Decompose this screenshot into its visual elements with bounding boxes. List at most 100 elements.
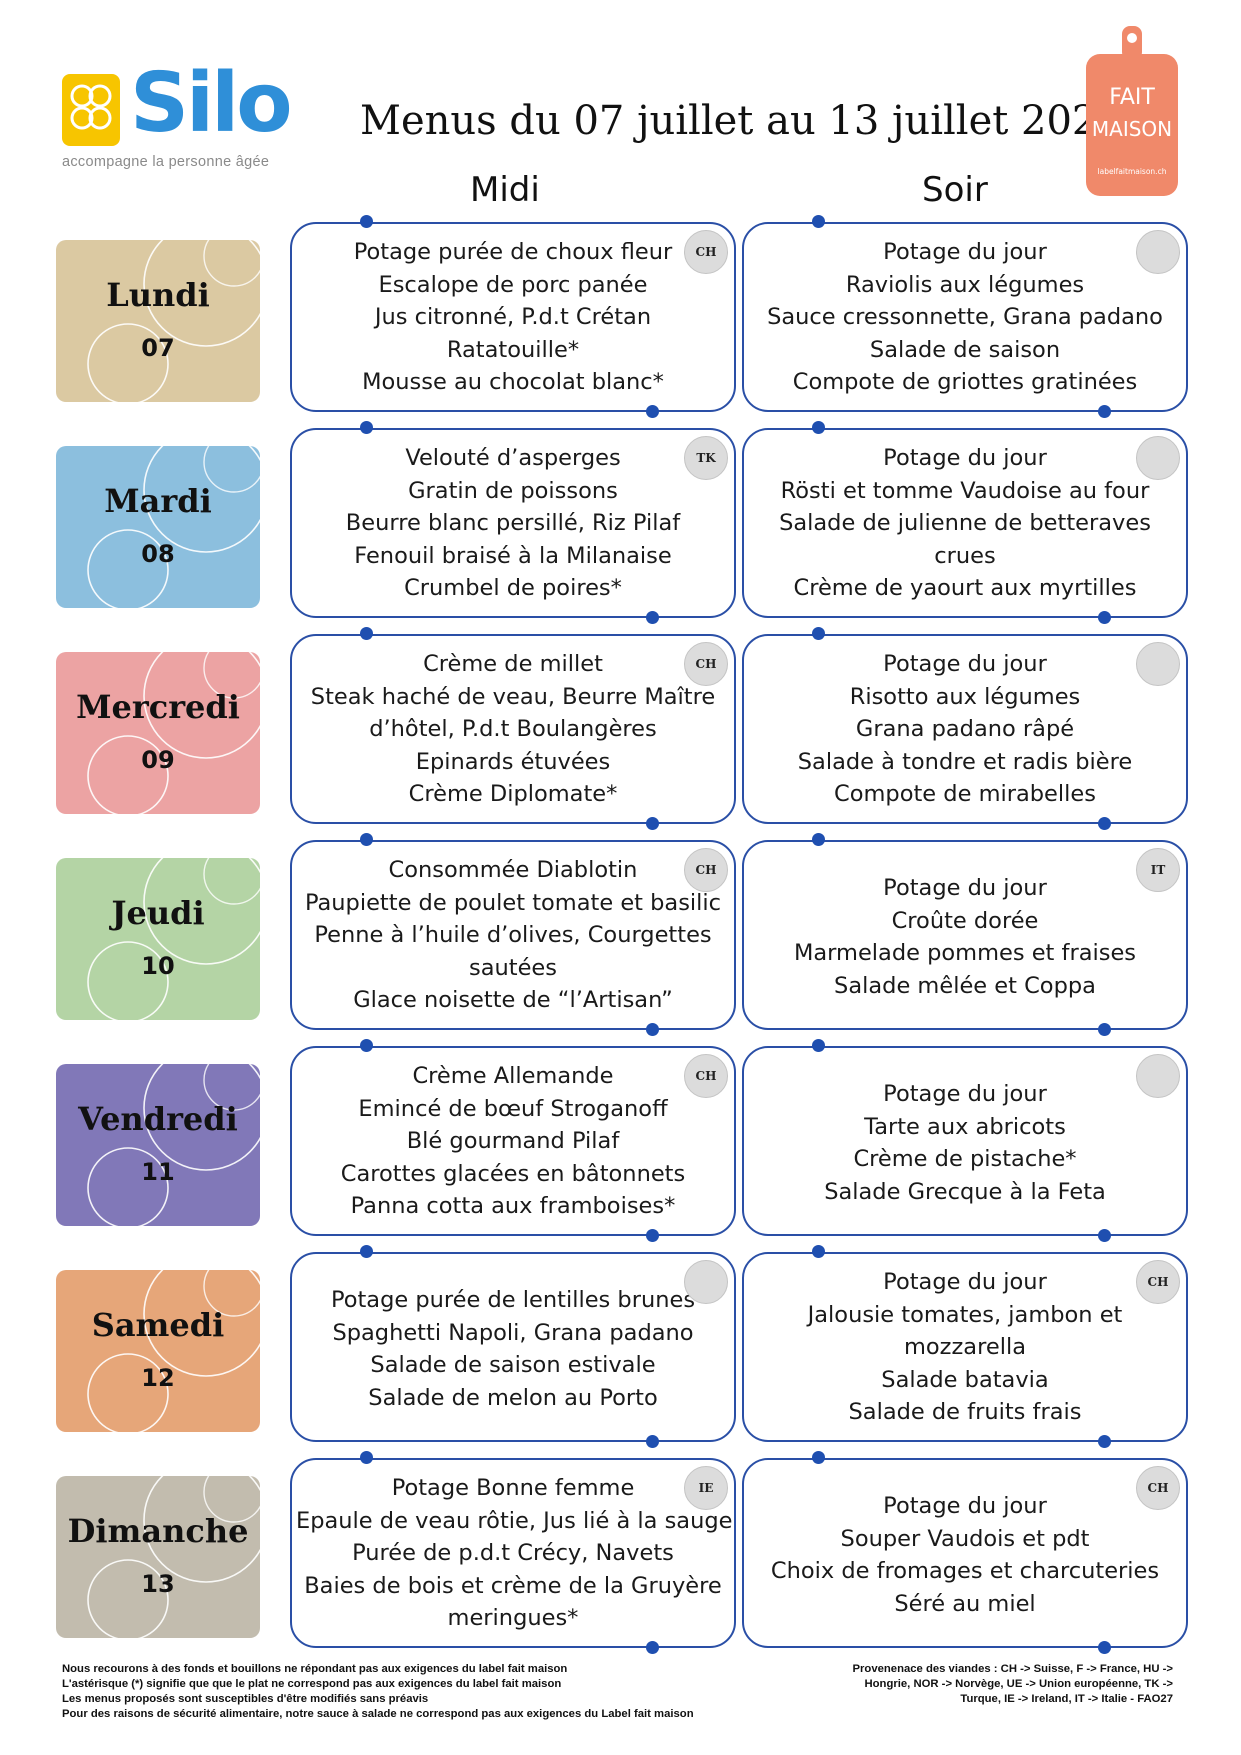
menu-item: Crème de millet <box>423 651 603 677</box>
menu-item: Potage du jour <box>883 875 1047 901</box>
origin-badge <box>684 1260 728 1304</box>
menu-item: Baies de bois et crème de la Gruyère <box>304 1572 722 1599</box>
decor-circles-icon <box>87 1270 260 1432</box>
menu-item: Beurre blanc persillé, Riz Pilaf <box>345 510 681 536</box>
menu-item: Gratin de poissons <box>408 477 618 504</box>
menu-item: Salade batavia <box>881 1366 1049 1393</box>
board-url: labelfaitmaison.ch <box>1098 167 1167 176</box>
menu-item: Potage du jour <box>883 1269 1047 1295</box>
origin-badge <box>1136 642 1180 686</box>
origin-badge <box>1136 230 1180 274</box>
menu-item: Emincé de bœuf Stroganoff <box>358 1095 668 1122</box>
menu-item: meringues* <box>447 1605 579 1631</box>
menu-item: Purée de p.d.t Crécy, Navets <box>352 1540 674 1566</box>
day-name: Mercredi <box>76 688 240 726</box>
menu-item: Crème de pistache* <box>853 1146 1077 1172</box>
origin-badge: CH <box>684 1054 728 1098</box>
menu-item: Paupiette de poulet tomate et basilic <box>304 889 722 916</box>
origin-badge <box>1136 436 1180 480</box>
logo-name: Silo <box>130 56 293 151</box>
menu-item: Escalope de porc panée <box>378 271 648 298</box>
menu-item: Potage du jour <box>883 651 1047 677</box>
day-name: Lundi <box>106 276 210 314</box>
connector-dot <box>812 833 825 846</box>
day-name: Vendredi <box>78 1100 238 1138</box>
menu-item: Blé gourmand Pilaf <box>406 1128 620 1154</box>
day-name: Dimanche <box>67 1512 249 1550</box>
decor-circles-icon <box>87 652 260 814</box>
connector-dot <box>360 1245 373 1258</box>
connector-dot <box>1098 1023 1111 1036</box>
menu-item: Jalousie tomates, jambon et <box>807 1301 1123 1328</box>
footer-note: Pour des raisons de sécurité alimentaire… <box>62 1708 694 1720</box>
origin-badge: CH <box>684 642 728 686</box>
menu-item: Marmelade pommes et fraises <box>793 940 1137 966</box>
footer-note: L'astérisque (*) signifie que que le pla… <box>62 1678 562 1690</box>
menu-item: Potage du jour <box>883 1081 1047 1107</box>
day-number: 10 <box>141 952 175 980</box>
footer-notes: Nous recourons à des fonds et bouillons … <box>62 1662 694 1722</box>
menu-item: Sauce cressonnette, Grana padano <box>767 304 1163 330</box>
connector-dot <box>360 627 373 640</box>
menu-item: Crème Diplomate* <box>408 781 618 807</box>
menu-item: Salade de saison <box>869 336 1061 363</box>
menu-item: Spaghetti Napoli, Grana padano <box>332 1319 694 1346</box>
logo-tagline: accompagne la personne âgée <box>62 154 270 170</box>
menu-item: crues <box>934 542 996 569</box>
menu-item: Crème Allemande <box>412 1063 614 1089</box>
connector-dot <box>812 627 825 640</box>
column-heading-midi: Midi <box>470 170 540 210</box>
menu-item: Consommée Diablotin <box>388 857 638 883</box>
footer-origin: Provenenace des viandes : CH -> Suisse, … <box>852 1662 1173 1707</box>
connector-dot <box>1098 405 1111 418</box>
connector-dot <box>1098 1229 1111 1242</box>
footer-origin-line: Turque, IE -> Ireland, IT -> Italie - FA… <box>960 1693 1173 1705</box>
menu-item: Séré au miel <box>894 1590 1036 1617</box>
day-name: Samedi <box>91 1306 225 1344</box>
footer-origin-line: Provenenace des viandes : CH -> Suisse, … <box>852 1663 1173 1675</box>
menu-item: Risotto aux légumes <box>849 683 1081 710</box>
origin-badge: IT <box>1136 848 1180 892</box>
menu-item: Carottes glacées en bâtonnets <box>340 1160 686 1187</box>
origin-badge: CH <box>684 848 728 892</box>
connector-dot <box>360 1039 373 1052</box>
decor-circles-icon <box>87 1476 260 1638</box>
footer-note: Les menus proposés sont susceptibles d'ê… <box>62 1693 429 1705</box>
menu-item: Compote de mirabelles <box>834 781 1096 807</box>
connector-dot <box>360 215 373 228</box>
menu-item: Crème de yaourt aux myrtilles <box>793 575 1137 601</box>
menu-item: Souper Vaudois et pdt <box>840 1525 1090 1552</box>
menu-item: Steak haché de veau, Beurre Maître <box>310 683 716 710</box>
board-line1: FAIT <box>1109 85 1155 110</box>
connector-dot <box>1098 611 1111 624</box>
connector-dot <box>360 1451 373 1464</box>
menu-item: Fenouil braisé à la Milanaise <box>354 542 672 569</box>
menu-item: Salade de melon au Porto <box>368 1384 658 1411</box>
connector-dot <box>812 215 825 228</box>
menu-item: Potage du jour <box>883 445 1047 471</box>
connector-dot <box>646 1641 659 1654</box>
menu-item: Potage Bonne femme <box>391 1475 635 1501</box>
menu-item: Salade à tondre et radis bière <box>797 748 1133 775</box>
decor-circles-icon <box>87 1064 260 1226</box>
decor-circles-icon <box>87 446 260 608</box>
page-title: Menus du 07 juillet au 13 juillet 2025 <box>360 98 1123 144</box>
menu-item: Grana padano râpé <box>855 716 1075 742</box>
